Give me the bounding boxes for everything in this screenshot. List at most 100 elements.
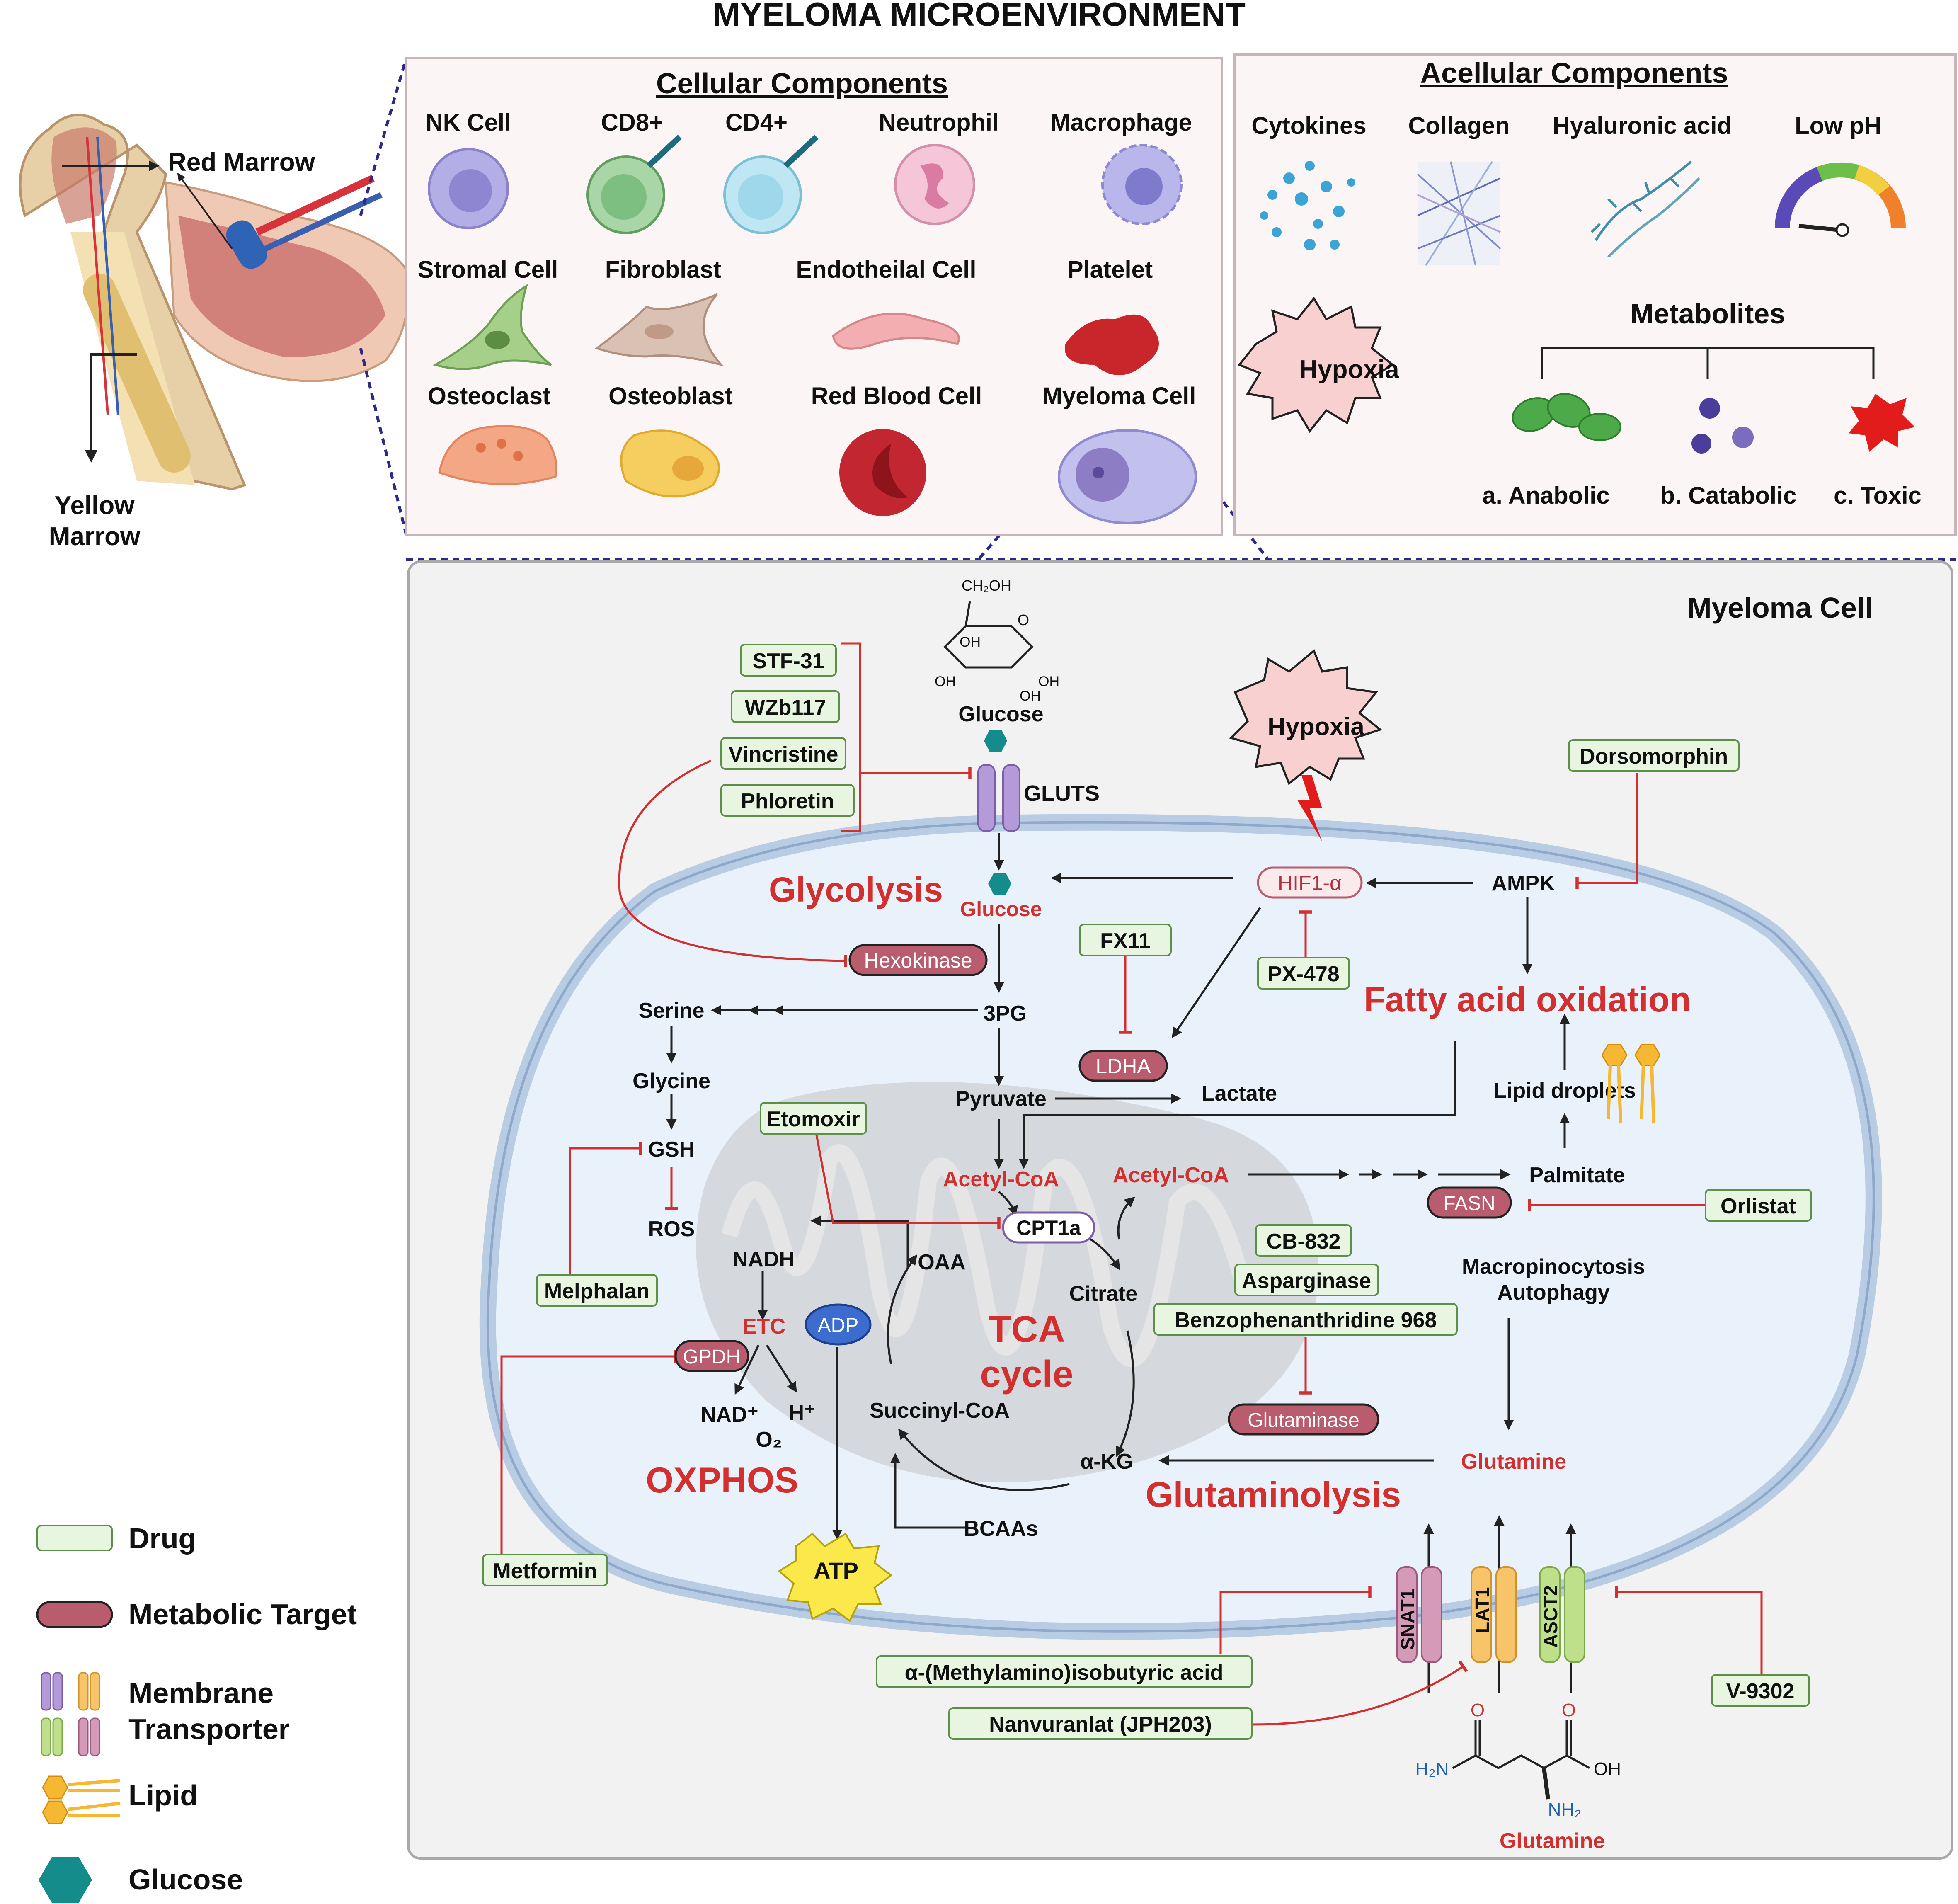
citrate-label: Citrate — [1069, 1282, 1138, 1306]
gsh-label: GSH — [648, 1138, 695, 1162]
osteoclast-icon — [438, 425, 557, 485]
drug-fx11: FX11 — [1100, 929, 1150, 953]
catabolic-metabolite-icon — [1691, 398, 1754, 454]
glucose-oh-1: OH — [960, 634, 981, 650]
fasn-label: FASN — [1443, 1193, 1495, 1215]
ldha-label: LDHA — [1095, 1055, 1151, 1078]
inhibition-lines — [500, 642, 1763, 1726]
legend-target-label: Metabolic Target — [128, 1598, 357, 1630]
oxphos-label: OXPHOS — [646, 1460, 798, 1500]
glucose-oh-4: OH — [1038, 674, 1059, 689]
fibroblast-label: Fibroblast — [605, 256, 721, 283]
atp-label: ATP — [814, 1557, 858, 1584]
yellow-marrow-label-1: Yellow — [55, 491, 135, 520]
metabolites-tree — [1541, 347, 1875, 379]
cytokines-icon — [1260, 161, 1355, 250]
legend-drug-swatch — [36, 1525, 113, 1551]
ros-label: ROS — [648, 1217, 695, 1241]
atp-burst-icon — [778, 1533, 893, 1623]
drug-asparginase: Asparginase — [1242, 1269, 1371, 1293]
osteoblast-label: Osteoblast — [608, 383, 733, 410]
glucose-hexagon-outside — [984, 730, 1007, 752]
glutamine-structure — [1452, 1720, 1590, 1800]
adp-oval — [805, 1303, 872, 1346]
lactate-label: Lactate — [1202, 1082, 1277, 1106]
glucose-oh-2: OH — [935, 674, 956, 689]
pyruvate-label: Pyruvate — [955, 1087, 1047, 1111]
glucose-oh-3: OH — [1020, 688, 1041, 704]
red-blood-cell-label: Red Blood Cell — [811, 383, 982, 410]
stromal-cell-label: Stromal Cell — [418, 256, 558, 283]
hypoxia-cell-label: Hypoxia — [1267, 713, 1364, 740]
hplus-label: H⁺ — [789, 1401, 816, 1425]
legend-membrane-label-1: Membrane — [128, 1677, 274, 1709]
hif1a-pill — [1257, 866, 1363, 899]
drug-melphalan: Melphalan — [544, 1279, 649, 1303]
cellular-components-heading: Cellular Components — [656, 67, 948, 99]
lipid-droplets-icon — [1601, 1044, 1661, 1124]
drug-nanvuranlat: Nanvuranlat (JPH203) — [989, 1712, 1212, 1737]
acetyl-coa-label-2: Acetyl-CoA — [1113, 1163, 1229, 1187]
macropinocytosis-label: Macropinocytosis — [1462, 1255, 1645, 1279]
glutamine-h2n: H₂N — [1415, 1759, 1449, 1779]
glutaminolysis-label: Glutaminolysis — [1146, 1475, 1401, 1515]
nad-label: NAD⁺ — [700, 1403, 758, 1427]
low-ph-gauge-icon — [1775, 162, 1906, 237]
amino-acid-transporters — [1396, 1566, 1585, 1663]
succinyl-coa-label: Succinyl-CoA — [870, 1399, 1010, 1423]
drug-dorsomorphin: Dorsomorphin — [1580, 745, 1728, 769]
drug-methylaminoisobutyric: α-(Methylamino)isobutyric acid — [905, 1661, 1224, 1685]
toxic-metabolite-icon — [1849, 394, 1915, 452]
glutamine-structure-label: Glutamine — [1500, 1829, 1605, 1853]
collagen-icon — [1417, 161, 1501, 266]
osteoclast-label: Osteoclast — [428, 383, 551, 410]
red-marrow-label: Red Marrow — [168, 148, 315, 177]
hif1a-label: HIF1-α — [1278, 871, 1342, 895]
legend-glucose-label: Glucose — [128, 1863, 243, 1896]
catabolic-label: b. Catabolic — [1660, 482, 1797, 509]
glycolysis-label: Glycolysis — [769, 870, 943, 909]
nk-cell-label: NK Cell — [426, 109, 511, 136]
drug-boxes — [482, 644, 1812, 1740]
hexokinase-label: Hexokinase — [864, 949, 972, 972]
glycine-label: Glycine — [632, 1069, 710, 1093]
autophagy-label: Autophagy — [1497, 1281, 1610, 1305]
acellular-components-heading: Acellular Components — [1420, 57, 1728, 89]
endothelial-cell-icon — [832, 313, 960, 350]
palmitate-label: Palmitate — [1529, 1163, 1625, 1187]
drug-metformin: Metformin — [493, 1559, 597, 1583]
gpdh-pill — [674, 1340, 749, 1372]
cpt1a-label: CPT1a — [1016, 1216, 1081, 1239]
fatty-acid-oxidation-label: Fatty acid oxidation — [1364, 980, 1691, 1019]
glutaminase-label: Glutaminase — [1248, 1409, 1359, 1431]
platelet-icon — [1064, 314, 1159, 375]
legend-lipid-icon — [42, 1775, 121, 1824]
hypoxia-star-cell-icon — [1229, 649, 1383, 786]
glucose-hexagon-inside — [988, 873, 1011, 895]
snat1-label: SNAT1 — [1397, 1589, 1418, 1650]
cell-icons — [428, 134, 1197, 524]
bone-illustration — [19, 114, 409, 491]
tca-label-2: cycle — [980, 1353, 1073, 1395]
toxic-label: c. Toxic — [1834, 482, 1922, 509]
hyaluronic-acid-label: Hyaluronic acid — [1553, 112, 1732, 139]
lipid-droplets-label: Lipid droplets — [1493, 1079, 1636, 1103]
cpt1a-pill — [1002, 1211, 1095, 1244]
lightning-bolt-icon — [1297, 775, 1322, 842]
gluts-label: GLUTS — [1024, 781, 1100, 806]
glutamine-o-1: O — [1471, 1700, 1485, 1720]
etc-label: ETC — [742, 1315, 785, 1339]
legend-transporter-icon — [41, 1672, 100, 1756]
glucose-ring-o: O — [1018, 611, 1029, 628]
3pg-label: 3PG — [984, 1002, 1027, 1026]
platelet-label: Platelet — [1067, 256, 1153, 283]
nadh-label: NADH — [732, 1247, 795, 1271]
collagen-label: Collagen — [1408, 112, 1510, 139]
anabolic-label: a. Anabolic — [1482, 482, 1609, 509]
asct2-label: ASCT2 — [1540, 1585, 1561, 1648]
glucose-structure — [943, 601, 1034, 669]
drug-orlistat: Orlistat — [1721, 1194, 1796, 1218]
drug-px478: PX-478 — [1267, 962, 1339, 986]
neutrophil-label: Neutrophil — [879, 109, 999, 136]
